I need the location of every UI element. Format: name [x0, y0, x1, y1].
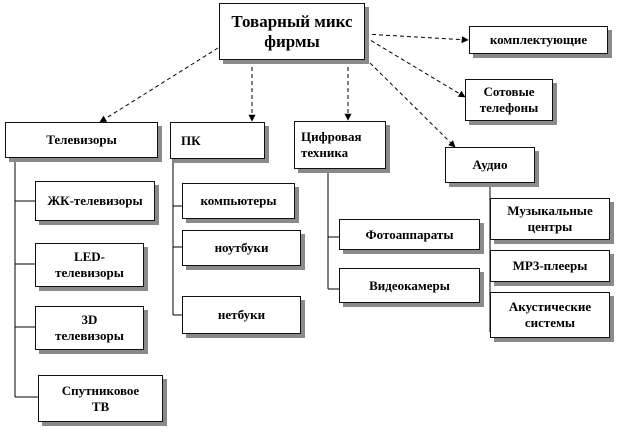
- node-label: ноутбуки: [214, 240, 269, 255]
- pc-item-noutbuki: ноутбуки: [182, 230, 301, 266]
- tv-item-zhk: ЖК-телевизоры: [35, 181, 155, 221]
- audio-item-mp3-pleery: MP3-плееры: [490, 250, 610, 282]
- node-label: Акустические системы: [508, 299, 592, 330]
- node-label: Цифровая техника: [301, 129, 362, 160]
- root-node: Товарный микс фирмы: [219, 3, 365, 60]
- root-arrows: [99, 33, 469, 148]
- node-label: Музыкальные центры: [507, 203, 593, 234]
- category-pk: ПК: [170, 122, 265, 159]
- node-label: Аудио: [472, 157, 508, 172]
- node-label: Фотоаппараты: [365, 226, 454, 242]
- arrow-to-komplektuyushchie: [364, 33, 469, 44]
- node-label: ПК: [181, 132, 201, 148]
- pc-item-kompyutery: компьютеры: [182, 183, 295, 219]
- node-sotovye-telefony: Сотовые телефоны: [465, 79, 553, 121]
- digital-item-videokamery: Видеокамеры: [339, 268, 480, 303]
- arrow-to-audio: [364, 57, 456, 148]
- tv-item-3d: 3D телевизоры: [35, 306, 144, 350]
- tv-branch: [14, 158, 38, 398]
- category-televizory: Телевизоры: [5, 122, 158, 158]
- digital-item-fotoapparaty: Фотоаппараты: [339, 219, 480, 250]
- node-label: Видеокамеры: [369, 277, 450, 293]
- node-label: Спутниковое ТВ: [61, 382, 140, 414]
- node-label: MP3-плееры: [512, 258, 588, 273]
- node-label: LED- телевизоры: [55, 249, 124, 280]
- node-label: Сотовые телефоны: [479, 84, 539, 115]
- audio-item-akusticheskie-sistemy: Акустические системы: [490, 292, 610, 338]
- digital-branch: [327, 169, 339, 290]
- tv-item-sputnikovoe: Спутниковое ТВ: [38, 375, 163, 422]
- tv-item-led: LED- телевизоры: [35, 243, 144, 287]
- root-label: Товарный микс фирмы: [231, 11, 353, 51]
- node-label: компьютеры: [200, 193, 277, 208]
- node-label: комплектующие: [489, 32, 588, 47]
- node-label: нетбуки: [217, 307, 266, 322]
- node-label: ЖК-телевизоры: [47, 193, 143, 208]
- node-komplektuyushchie: комплектующие: [469, 26, 608, 54]
- category-tsifrovaya-tekhnika: Цифровая техника: [294, 121, 386, 169]
- arrow-to-sotovye: [364, 36, 466, 98]
- pc-item-netbuki: нетбуки: [182, 296, 301, 334]
- pc-branch: [172, 159, 182, 316]
- arrow-to-televizory: [99, 47, 219, 123]
- node-label: 3D телевизоры: [55, 312, 124, 343]
- audio-item-muzykalnye-tsentry: Музыкальные центры: [490, 198, 610, 240]
- category-audio: Аудио: [445, 147, 535, 183]
- node-label: Телевизоры: [46, 132, 117, 147]
